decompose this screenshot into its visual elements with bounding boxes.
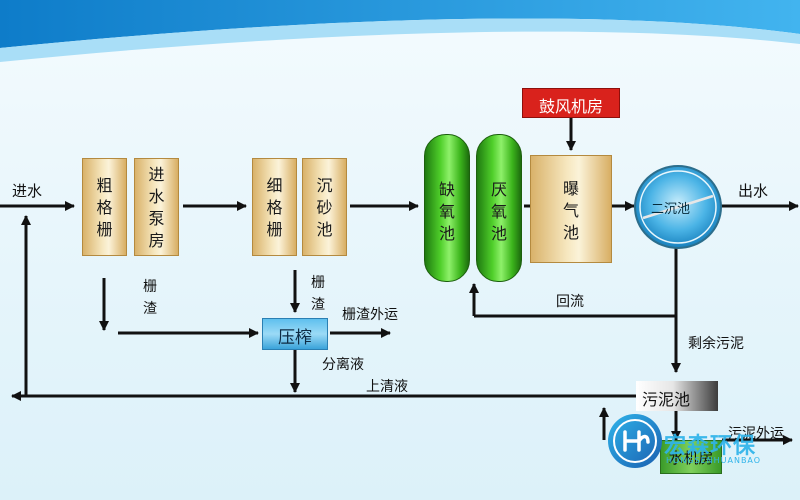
sludge-tank-label: 污泥池: [642, 390, 691, 409]
clarifier-bridge: [642, 194, 714, 220]
anoxic-tank: 缺 氧 池: [424, 134, 470, 282]
filter-press-box: 压榨: [262, 318, 328, 350]
grit-chamber-label: 沉 砂 池: [316, 176, 333, 239]
anoxic-tank-label: 缺 氧 池: [438, 180, 455, 243]
anaerobic-tank-label: 厌 氧 池: [490, 180, 507, 243]
swoosh-dark: [0, 0, 800, 48]
anaerobic-tank: 厌 氧 池: [476, 134, 522, 282]
fine-screen-box: 细 格 栅: [252, 158, 297, 256]
return-flow-label: 回流: [556, 294, 584, 310]
screenings-label-2: 栅 渣: [311, 275, 325, 313]
secondary-clarifier: [634, 165, 722, 249]
logo-ring: [613, 419, 657, 463]
swoosh-light: [0, 18, 800, 62]
screenings-label-1: 栅 渣: [143, 279, 157, 317]
grit-chamber-box: 沉 砂 池: [302, 158, 347, 256]
company-logo-icon: [608, 414, 662, 468]
blower-room-label: 鼓风机房: [538, 97, 603, 116]
blower-room-box: 鼓风机房: [522, 88, 620, 118]
coarse-screen-label: 粗 格 栅: [96, 176, 113, 239]
sludge-export-label: 污泥外运: [728, 426, 784, 442]
coarse-screen-box: 粗 格 栅: [82, 158, 127, 256]
logo-mark: [623, 430, 650, 452]
sludge-tank-box: 污泥池: [636, 381, 718, 411]
logo-text-cn: 宏森环保: [664, 434, 757, 459]
filter-press-label: 压榨: [278, 328, 312, 348]
supernatant-label: 上清液: [366, 379, 408, 395]
excess-sludge-label: 剩余污泥: [688, 336, 744, 352]
aeration-tank-label: 曝 气 池: [562, 179, 579, 242]
lift-pump-room-label: 进 水 泵 房: [148, 165, 165, 250]
screenings-export-label: 栅渣外运: [342, 307, 398, 323]
dewatering-room-label: 水机房: [668, 449, 714, 467]
secondary-clarifier-label: 二沉池: [651, 202, 691, 217]
fine-screen-label: 细 格 栅: [266, 176, 283, 239]
dewatering-room-box: 水机房: [660, 440, 722, 474]
clarifier-inner-ring: [639, 170, 717, 244]
separated-liquid-label: 分离液: [322, 357, 364, 373]
outlet-label: 出水: [738, 182, 769, 200]
inlet-label: 进水: [12, 182, 43, 200]
lift-pump-room-box: 进 水 泵 房: [134, 158, 179, 256]
logo-text-en: HONGSENHUANBAO: [666, 456, 762, 465]
header-swoosh: [0, 0, 800, 62]
aeration-tank-box: 曝 气 池: [530, 155, 612, 263]
